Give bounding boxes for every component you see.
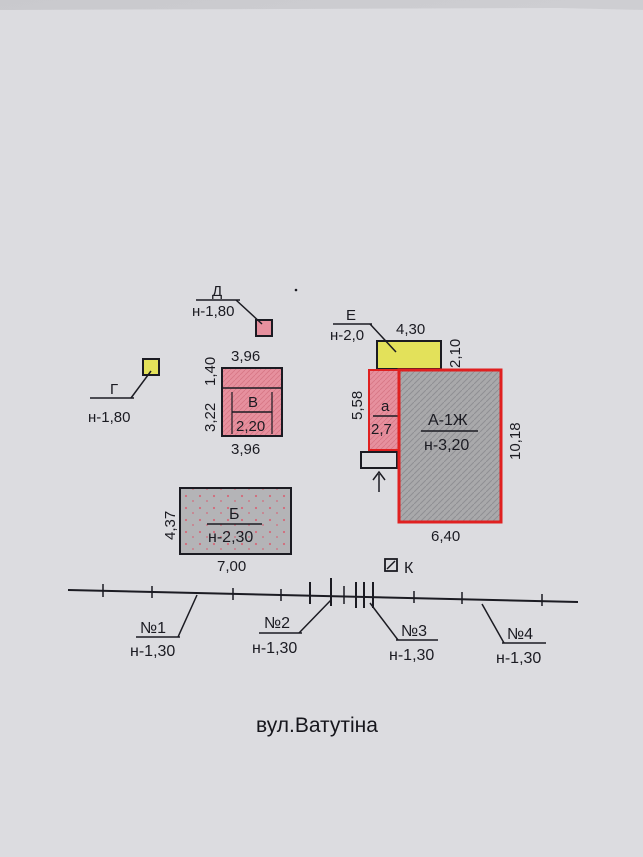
annex-body	[368, 369, 402, 451]
building-e-height: н-2,0	[330, 327, 364, 344]
fence-2: №2 н-1,30	[252, 599, 332, 657]
fence-line	[67, 578, 579, 608]
fence-1: №1 н-1,30	[130, 594, 198, 660]
well-k: К	[384, 558, 414, 577]
building-v-top-dim: 3,96	[231, 348, 260, 365]
building-e-depth: 2,10	[447, 339, 464, 368]
annex-side: 5,58	[349, 391, 366, 420]
building-b-depth: 4,37	[162, 511, 179, 540]
fence-1-leader	[177, 594, 198, 638]
building-b-height: н-2,30	[208, 529, 253, 546]
entrance-step	[360, 451, 398, 469]
fence-main-line	[67, 589, 579, 603]
building-e: Е н-2,0 4,30 2,10	[330, 307, 464, 370]
building-d-height: н-1,80	[192, 303, 234, 320]
building-e-body	[376, 340, 442, 370]
building-b-body	[179, 487, 292, 555]
building-v-side-a: 3,22	[202, 403, 219, 432]
building-v-height: 2,20	[236, 418, 265, 435]
fence-2-leader	[298, 599, 332, 634]
fence-3-height: н-1,30	[389, 647, 434, 664]
building-v-bottom-dim: 3,96	[231, 441, 260, 458]
building-d-square	[255, 319, 273, 337]
fence-1-height: н-1,30	[130, 643, 175, 660]
building-g: Г н-1,80	[88, 358, 160, 426]
building-v-name: В	[248, 394, 258, 411]
building-a-annex: а 2,7 5,58	[349, 369, 402, 451]
main-house-height: н-3,20	[424, 437, 469, 454]
fence-4-name: №4	[507, 626, 533, 643]
building-v: В 2,20 3,96 3,96 3,22 1,40	[202, 348, 283, 458]
main-house-name: А-1Ж	[428, 412, 468, 429]
building-b-width: 7,00	[217, 558, 246, 575]
fence-3: №3 н-1,30	[369, 602, 438, 664]
paper	[0, 8, 643, 857]
building-a-main: А-1Ж н-3,20 6,40 10,18	[397, 368, 524, 545]
building-g-height: н-1,80	[88, 409, 130, 426]
building-g-square	[142, 358, 160, 376]
main-house-length: 10,18	[507, 422, 524, 460]
main-house-width: 6,40	[431, 528, 460, 545]
building-g-name: Г	[110, 381, 118, 398]
fence-3-leader	[369, 602, 399, 641]
building-d-name: Д	[212, 283, 222, 300]
annex-name: а	[381, 398, 390, 415]
building-d: Д н-1,80	[192, 283, 273, 337]
building-v-side-b: 1,40	[202, 357, 219, 386]
building-b-name: Б	[229, 506, 240, 523]
well-k-square	[384, 558, 398, 572]
ink-dot	[294, 288, 298, 292]
fence-4-height: н-1,30	[496, 650, 541, 667]
fence-4-leader	[481, 603, 505, 644]
fence-2-height: н-1,30	[252, 640, 297, 657]
well-k-name: К	[404, 560, 414, 577]
building-b: Б н-2,30 7,00 4,37	[162, 487, 292, 575]
building-e-name: Е	[346, 307, 356, 324]
main-house-body	[397, 368, 503, 524]
fence-1-name: №1	[140, 620, 166, 637]
street-name: вул.Ватутіна	[256, 714, 378, 737]
fence-3-name: №3	[401, 623, 427, 640]
building-d-leader	[235, 299, 263, 325]
well-k-diagonal	[386, 560, 396, 570]
entrance-arrow-head	[372, 470, 386, 481]
building-g-leader	[130, 370, 152, 399]
annex-height: 2,7	[371, 421, 392, 438]
fence-2-name: №2	[264, 615, 290, 632]
fence-4: №4 н-1,30	[481, 603, 546, 667]
entrance	[360, 451, 398, 492]
building-e-leader	[369, 323, 397, 353]
building-e-width: 4,30	[396, 321, 425, 338]
